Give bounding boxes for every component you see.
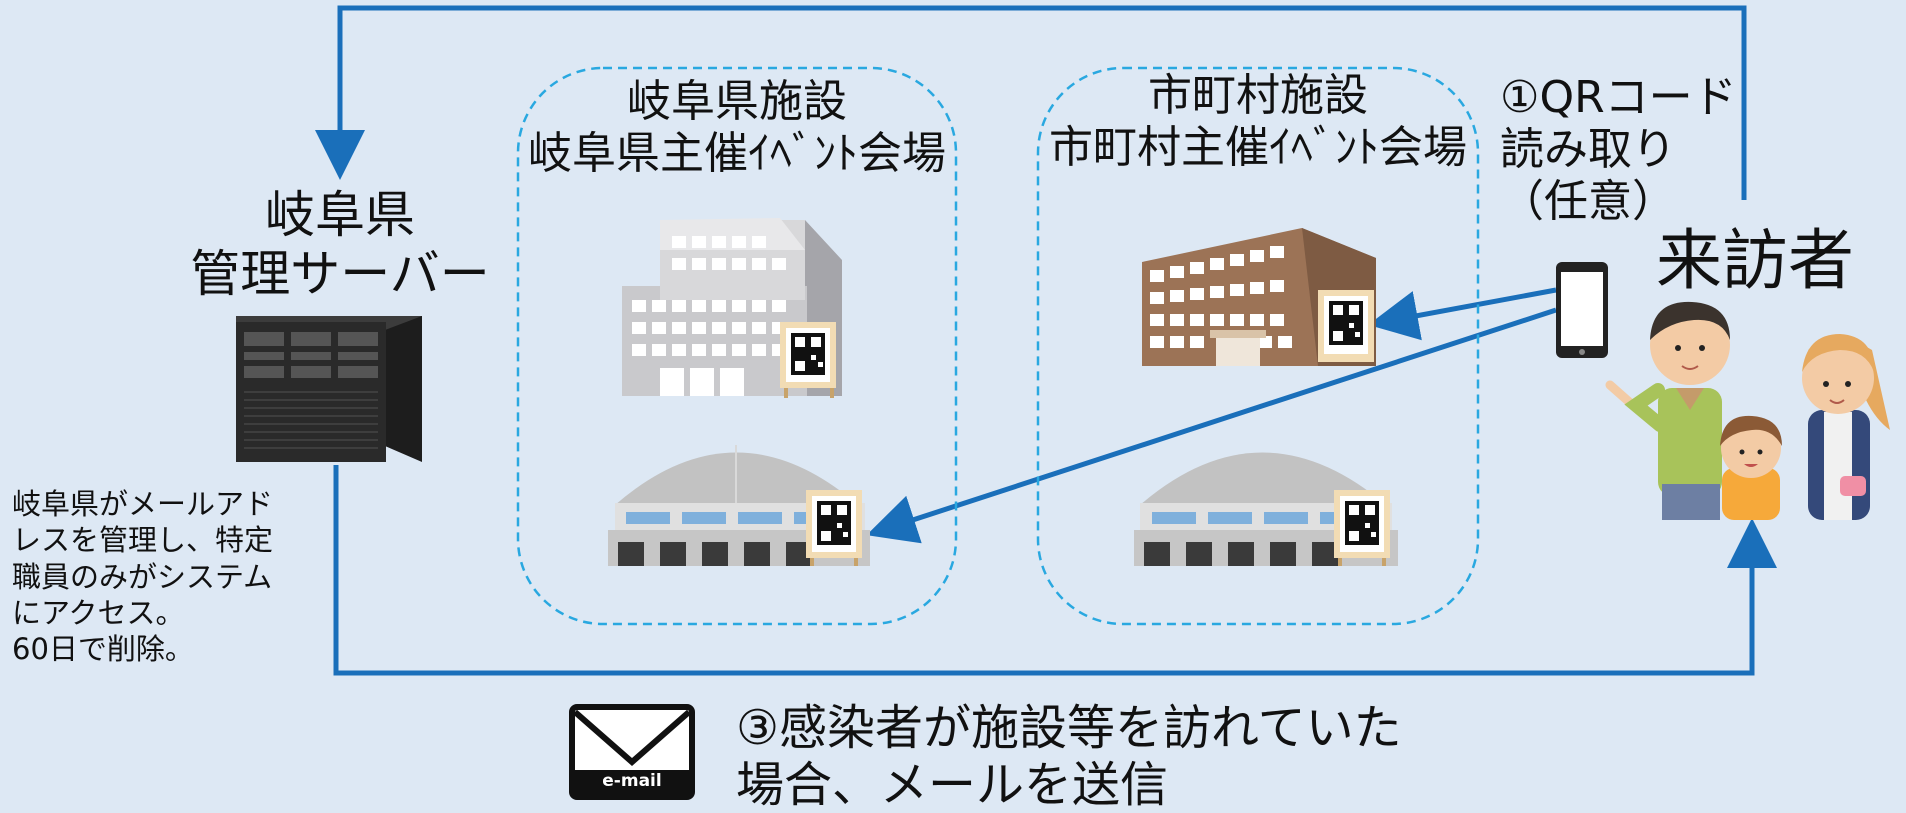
qr-scan-step: ①QRコード 読み取り （任意）	[1500, 72, 1737, 228]
notification-arrow	[333, 465, 1777, 676]
visitor-family-icon	[1605, 301, 1890, 520]
mail-message-line2: 場合、メールを送信	[736, 756, 1169, 813]
prefecture-zone-title: 岐阜県施設 岐阜県主催ｲﾍﾞﾝﾄ会場	[517, 76, 957, 180]
registration-arrow	[315, 5, 1747, 200]
prefecture-zone-title-line1: 岐阜県施設	[627, 76, 847, 127]
municipal-zone-title-line1: 市町村施設	[1148, 70, 1368, 121]
server-title-line1: 岐阜県	[265, 186, 415, 244]
smartphone-icon	[1556, 262, 1608, 358]
qr-scan-step-line: 読み取り	[1500, 123, 1676, 175]
qr-code-sign-icon	[806, 490, 862, 566]
qr-scan-step-line: （任意）	[1500, 175, 1676, 227]
server-icon	[236, 316, 422, 462]
scan-arrow-prefecture	[866, 307, 1557, 544]
server-note-line: 職員のみがシステム	[12, 559, 273, 594]
server-note-line: 60日で削除。	[12, 632, 194, 666]
email-envelope-icon	[569, 704, 695, 800]
qr-scan-step-line: ①QRコード	[1500, 72, 1737, 123]
scan-arrow-municipal	[1368, 287, 1557, 341]
server-note: 岐阜県がメールアド レスを管理し、特定 職員のみがシステム にアクセス。 60日…	[12, 486, 312, 667]
qr-code-sign-icon	[1318, 290, 1374, 362]
server-title-line2: 管理サーバー	[190, 245, 490, 303]
server-title: 岐阜県 管理サーバー	[180, 186, 500, 304]
mail-message-line1: ③感染者が施設等を訪れていた	[736, 700, 1402, 756]
server-note-line: 岐阜県がメールアド	[12, 487, 274, 521]
prefecture-office-building-icon	[622, 218, 842, 396]
qr-code-sign-icon	[1334, 490, 1390, 566]
municipal-zone-border	[1036, 66, 1480, 626]
prefecture-zone-title-line2: 岐阜県主催ｲﾍﾞﾝﾄ会場	[528, 127, 946, 179]
prefecture-zone-border	[516, 66, 958, 626]
server-note-line: レスを管理し、特定	[12, 523, 274, 558]
qr-code-sign-icon	[780, 322, 836, 398]
server-note-line: にアクセス。	[12, 595, 185, 630]
envelope-label: e-mail	[602, 771, 662, 791]
mail-message: ③感染者が施設等を訪れていた 場合、メールを送信	[736, 700, 1402, 813]
visitor-label: 来訪者	[1656, 222, 1854, 299]
municipal-zone-title-line2: 市町村主催ｲﾍﾞﾝﾄ会場	[1049, 121, 1467, 173]
municipal-zone-title: 市町村施設 市町村主催ｲﾍﾞﾝﾄ会場	[1038, 70, 1478, 174]
